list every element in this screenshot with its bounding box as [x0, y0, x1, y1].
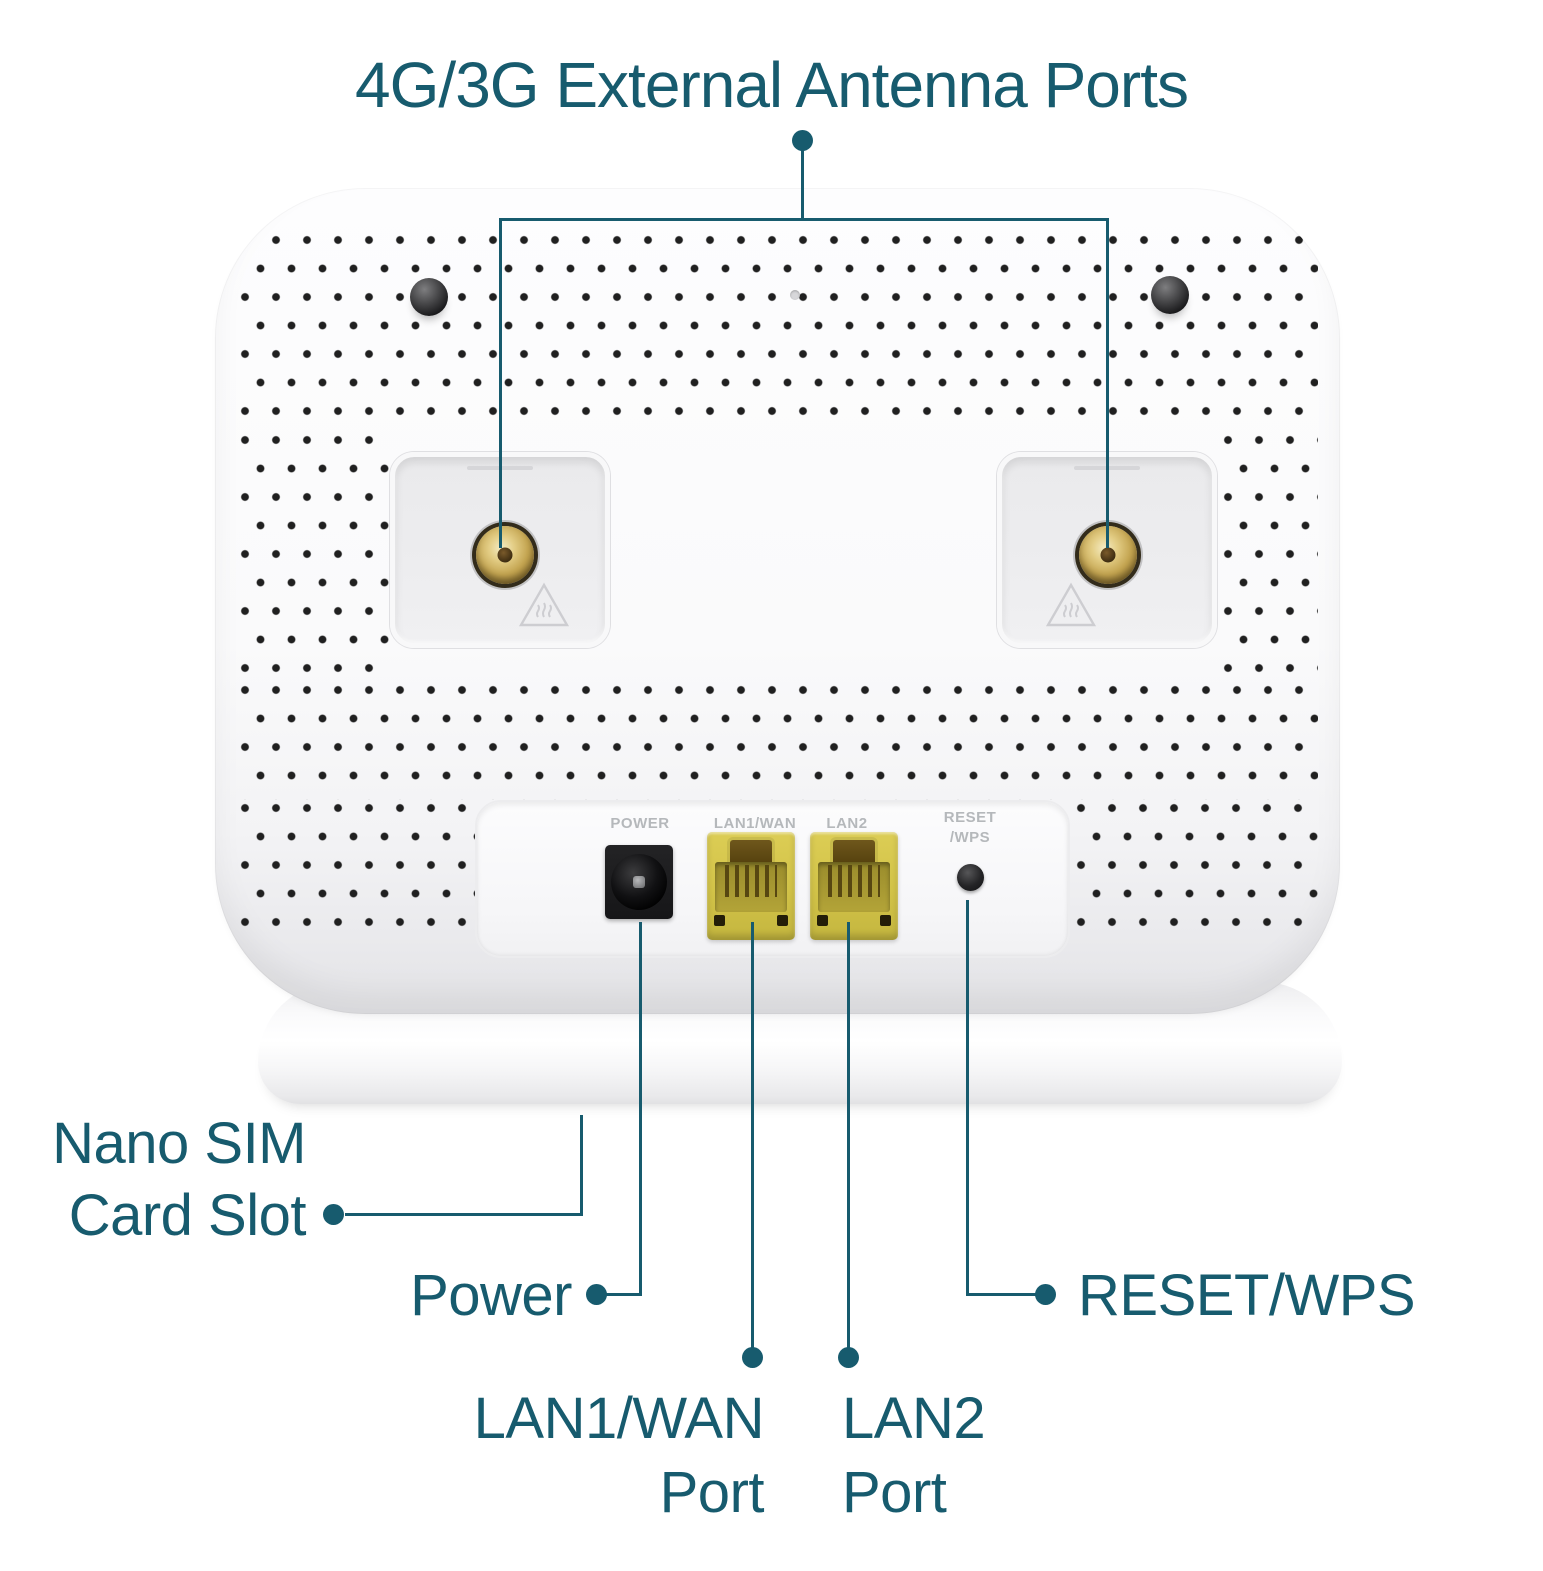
callout-line-antenna-stem	[801, 140, 804, 220]
router-back-panel: POWER LAN1/WAN LAN2 RESET /WPS	[215, 188, 1340, 1014]
reset-wps-button	[957, 864, 984, 891]
rj45-pins	[828, 865, 880, 897]
callout-line-lan1	[751, 922, 754, 1348]
lan1-wan-label-line2: Port	[659, 1460, 765, 1525]
antenna-port-connector-left	[476, 526, 534, 584]
rj45-clip-slot	[833, 840, 875, 862]
lan1-wan-label: LAN1/WAN Port	[473, 1382, 765, 1530]
port-panel: POWER LAN1/WAN LAN2 RESET /WPS	[475, 800, 1070, 958]
vent-dots-lower	[237, 682, 1318, 800]
callout-line-sim-vertical	[580, 1115, 583, 1216]
callout-dot-power	[586, 1284, 607, 1305]
screw-icon-left	[410, 278, 448, 316]
rj45-latch-hole	[714, 915, 725, 926]
callout-line-power-vertical	[639, 922, 642, 1296]
vent-dots-mid-right	[1220, 432, 1318, 682]
reset-label-line2: /WPS	[949, 829, 991, 846]
nano-sim-label-line1: Nano SIM	[52, 1111, 306, 1176]
callout-line-reset-vertical	[966, 900, 969, 1296]
callout-dot-reset	[1035, 1284, 1056, 1305]
ethernet-port-lan2	[810, 832, 898, 940]
rj45-cavity	[715, 862, 787, 912]
callout-line-antenna-right	[1106, 218, 1109, 548]
power-label: Power	[410, 1263, 572, 1328]
callout-dot-lan2	[838, 1347, 859, 1368]
callout-dot-sim	[323, 1204, 344, 1225]
rj45-latch-hole	[817, 915, 828, 926]
rj45-latch-hole	[777, 915, 788, 926]
lan2-label-line1: LAN2	[842, 1386, 986, 1451]
callout-dot-lan1	[742, 1347, 763, 1368]
vent-dots-panel-right	[1073, 800, 1318, 946]
callout-line-power-horizontal	[606, 1293, 642, 1296]
vent-dots-top	[237, 232, 1318, 432]
vent-dots-panel-left	[237, 800, 475, 946]
nano-sim-label: Nano SIM Card Slot	[52, 1108, 306, 1252]
lan1-wan-label-line1: LAN1/WAN	[473, 1386, 765, 1451]
callout-line-antenna-bridge	[499, 218, 1109, 221]
reset-label-line1: RESET	[943, 809, 997, 826]
sma-center-hole	[497, 547, 513, 563]
callout-line-reset-horizontal	[966, 1293, 1038, 1296]
callout-line-sim-horizontal	[345, 1213, 583, 1216]
callout-line-antenna-left	[499, 218, 502, 548]
callout-line-lan2	[847, 922, 850, 1348]
power-port-label: POWER	[610, 815, 670, 832]
lan1-wan-port-label: LAN1/WAN	[713, 815, 797, 832]
screw-icon-right	[1151, 276, 1189, 314]
reset-wps-label: RESET/WPS	[1078, 1263, 1416, 1328]
pinhole-icon	[790, 290, 800, 300]
lan2-port-label: LAN2	[826, 815, 868, 832]
sma-center-hole	[1100, 547, 1116, 563]
rj45-clip-slot	[730, 840, 772, 862]
heat-warning-icon	[1045, 582, 1097, 627]
nano-sim-label-line2: Card Slot	[68, 1183, 307, 1248]
rj45-cavity	[818, 862, 890, 912]
reset-wps-button-label: RESET /WPS	[944, 808, 997, 848]
antenna-port-connector-right	[1079, 526, 1137, 584]
heat-warning-icon	[518, 582, 570, 627]
dc-power-jack	[605, 845, 673, 919]
rj45-pins	[725, 865, 777, 897]
rj45-latch-hole	[880, 915, 891, 926]
dc-jack-pin	[633, 876, 645, 888]
antenna-ports-title: 4G/3G External Antenna Ports	[355, 49, 1189, 121]
lan2-label-line2: Port	[842, 1460, 947, 1525]
vent-dots-mid-left	[237, 432, 389, 682]
lan2-label: LAN2 Port	[842, 1382, 986, 1530]
